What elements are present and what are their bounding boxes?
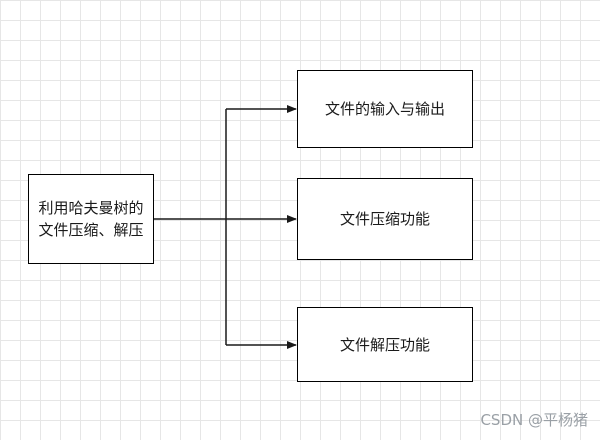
child-node-compress[interactable]: 文件压缩功能 (297, 178, 473, 260)
root-node[interactable]: 利用哈夫曼树的文件压缩、解压 (28, 174, 154, 264)
child-node-decompress[interactable]: 文件解压功能 (297, 307, 473, 382)
child-node-io[interactable]: 文件的输入与输出 (297, 70, 473, 148)
child-node-io-label: 文件的输入与输出 (324, 100, 445, 118)
watermark: CSDN @平杨猪 (480, 411, 588, 429)
child-node-decompress-label: 文件解压功能 (339, 335, 430, 354)
root-node-label: 利用哈夫曼树的文件压缩、解压 (38, 199, 144, 239)
child-node-compress-label: 文件压缩功能 (339, 210, 430, 228)
